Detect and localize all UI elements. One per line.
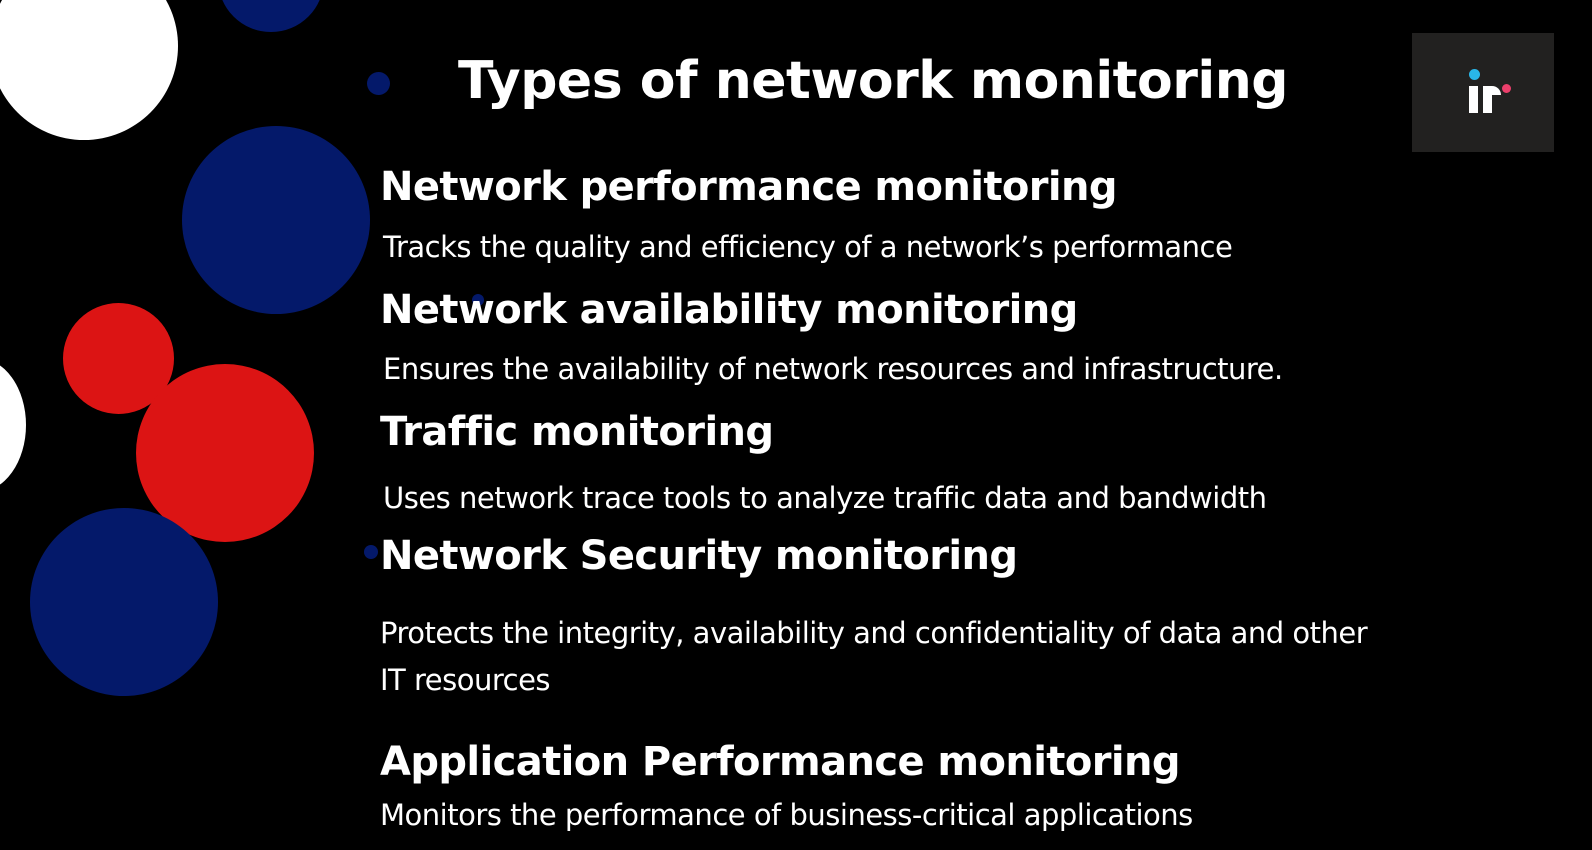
logo-bar: [1492, 86, 1501, 95]
item-heading: Application Performance monitoring: [380, 739, 1180, 785]
item-description: Uses network trace tools to analyze traf…: [383, 481, 1267, 515]
decor-circle-red-large: [136, 364, 314, 542]
item-description: Monitors the performance of business-cri…: [380, 798, 1193, 832]
logo-bar: [1469, 86, 1478, 113]
item-heading: Traffic monitoring: [380, 409, 774, 455]
item-description: Tracks the quality and efficiency of a n…: [383, 230, 1233, 264]
logo-dot-pink: [1502, 84, 1511, 93]
decor-circle-navy-top: [218, 0, 324, 32]
slide-title: Types of network monitoring: [458, 51, 1288, 111]
logo-bar: [1483, 86, 1492, 113]
item-heading: Network availability monitoring: [380, 287, 1078, 333]
item-description: Protects the integrity, availability and…: [380, 616, 1368, 697]
decor-circle-navy-bottom: [30, 508, 218, 696]
ii-logo-icon: [1412, 33, 1554, 152]
decor-dot-navy-mid: [472, 294, 484, 306]
item-description: Ensures the availability of network reso…: [383, 352, 1283, 386]
decor-dot-navy-lower: [364, 545, 378, 559]
decor-circle-navy-large: [182, 126, 370, 314]
decor-circle-white-left: [0, 358, 26, 492]
decor-circle-white-top: [0, 0, 178, 140]
decor-dot-navy-title: [367, 72, 390, 95]
item-heading: Network performance monitoring: [380, 164, 1118, 210]
logo-dot-blue: [1469, 69, 1480, 80]
item-heading: Network Security monitoring: [380, 533, 1018, 579]
